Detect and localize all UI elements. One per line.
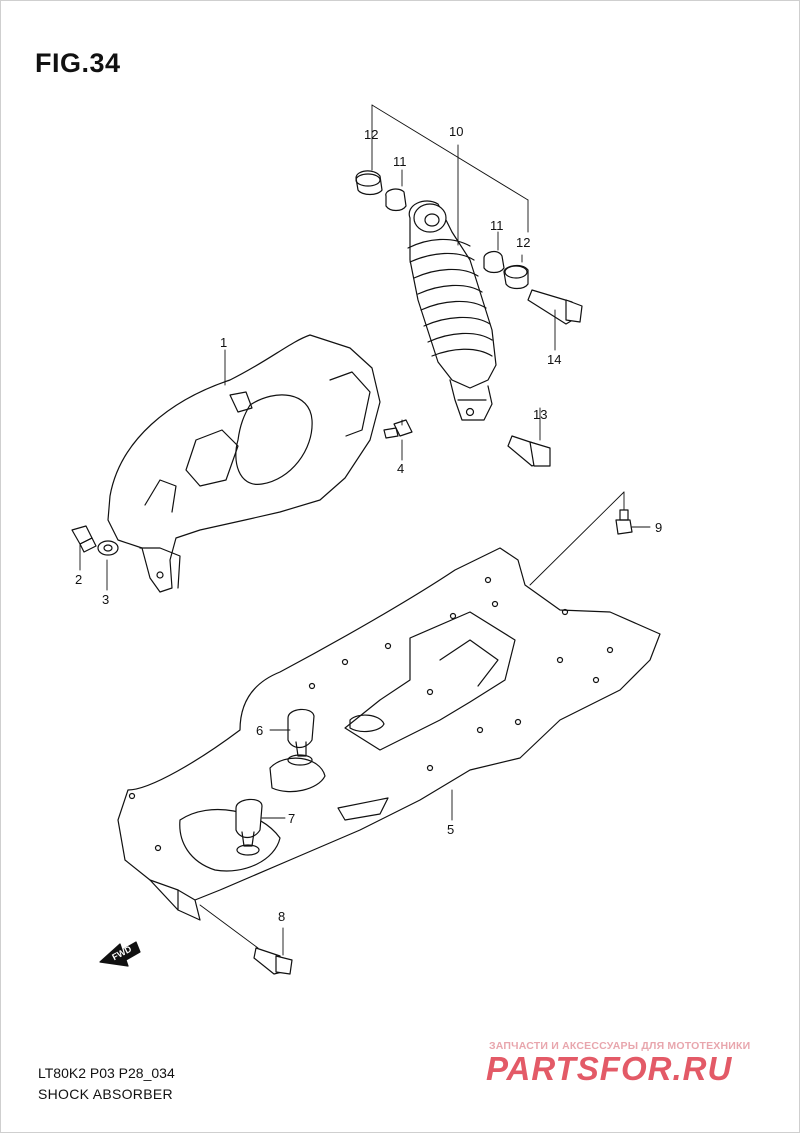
fwd-arrow [99, 941, 141, 967]
callout-9: 9 [655, 520, 662, 535]
bolts [507, 289, 583, 467]
callout-6: 6 [256, 723, 263, 738]
leader-lines [79, 104, 651, 956]
watermark-brand: PARTSFOR.RU [486, 1050, 733, 1087]
figure-title: FIG.34 [35, 48, 121, 78]
callout-labels: 1 2 3 4 5 6 7 8 9 10 11 11 12 12 13 14 F… [75, 124, 662, 962]
upper-bushes [355, 170, 529, 290]
watermark-tagline: ЗАПЧАСТИ И АКСЕССУАРЫ ДЛЯ МОТОТЕХНИКИ [489, 1040, 751, 1052]
shock-absorber [407, 200, 497, 421]
callout-13: 13 [533, 407, 547, 422]
callout-12-right: 12 [516, 235, 530, 250]
callout-14: 14 [547, 352, 561, 367]
callout-4: 4 [397, 461, 404, 476]
skid-plate-part-5 [117, 547, 661, 921]
figure-code: LT80K2 P03 P28_034 [38, 1065, 175, 1081]
cover-part-1 [107, 334, 381, 593]
callout-2: 2 [75, 572, 82, 587]
callout-12-left: 12 [364, 127, 378, 142]
callout-5: 5 [447, 822, 454, 837]
figure-name: SHOCK ABSORBER [38, 1086, 173, 1102]
callout-3: 3 [102, 592, 109, 607]
callout-10: 10 [449, 124, 463, 139]
callout-7: 7 [288, 811, 295, 826]
bolt-part-8 [253, 947, 293, 975]
callout-11-left: 11 [393, 154, 407, 169]
callout-1: 1 [220, 335, 227, 350]
callout-8: 8 [278, 909, 285, 924]
rubber-stoppers [235, 708, 315, 856]
small-fasteners [71, 419, 633, 556]
callout-11-right: 11 [490, 218, 504, 233]
